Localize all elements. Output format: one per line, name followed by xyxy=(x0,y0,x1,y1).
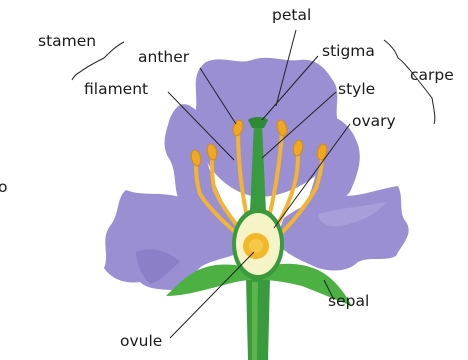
ovule-center xyxy=(249,239,263,253)
label-petal: petal xyxy=(272,6,311,24)
label-stamen: stamen xyxy=(38,32,96,50)
petal-right xyxy=(280,186,409,270)
label-stigma: stigma xyxy=(322,42,375,60)
label-sepal: sepal xyxy=(328,292,369,310)
label-style: style xyxy=(338,80,375,98)
stem xyxy=(246,278,270,360)
label-ovule: ovule xyxy=(120,332,162,350)
label-anther: anther xyxy=(138,48,190,66)
label-filament: filament xyxy=(84,80,148,98)
label-ovary: ovary xyxy=(352,112,396,130)
label-carpel: carpe xyxy=(410,66,454,84)
edge-fragment-text: o xyxy=(0,178,7,196)
stem-highlight xyxy=(252,282,258,360)
